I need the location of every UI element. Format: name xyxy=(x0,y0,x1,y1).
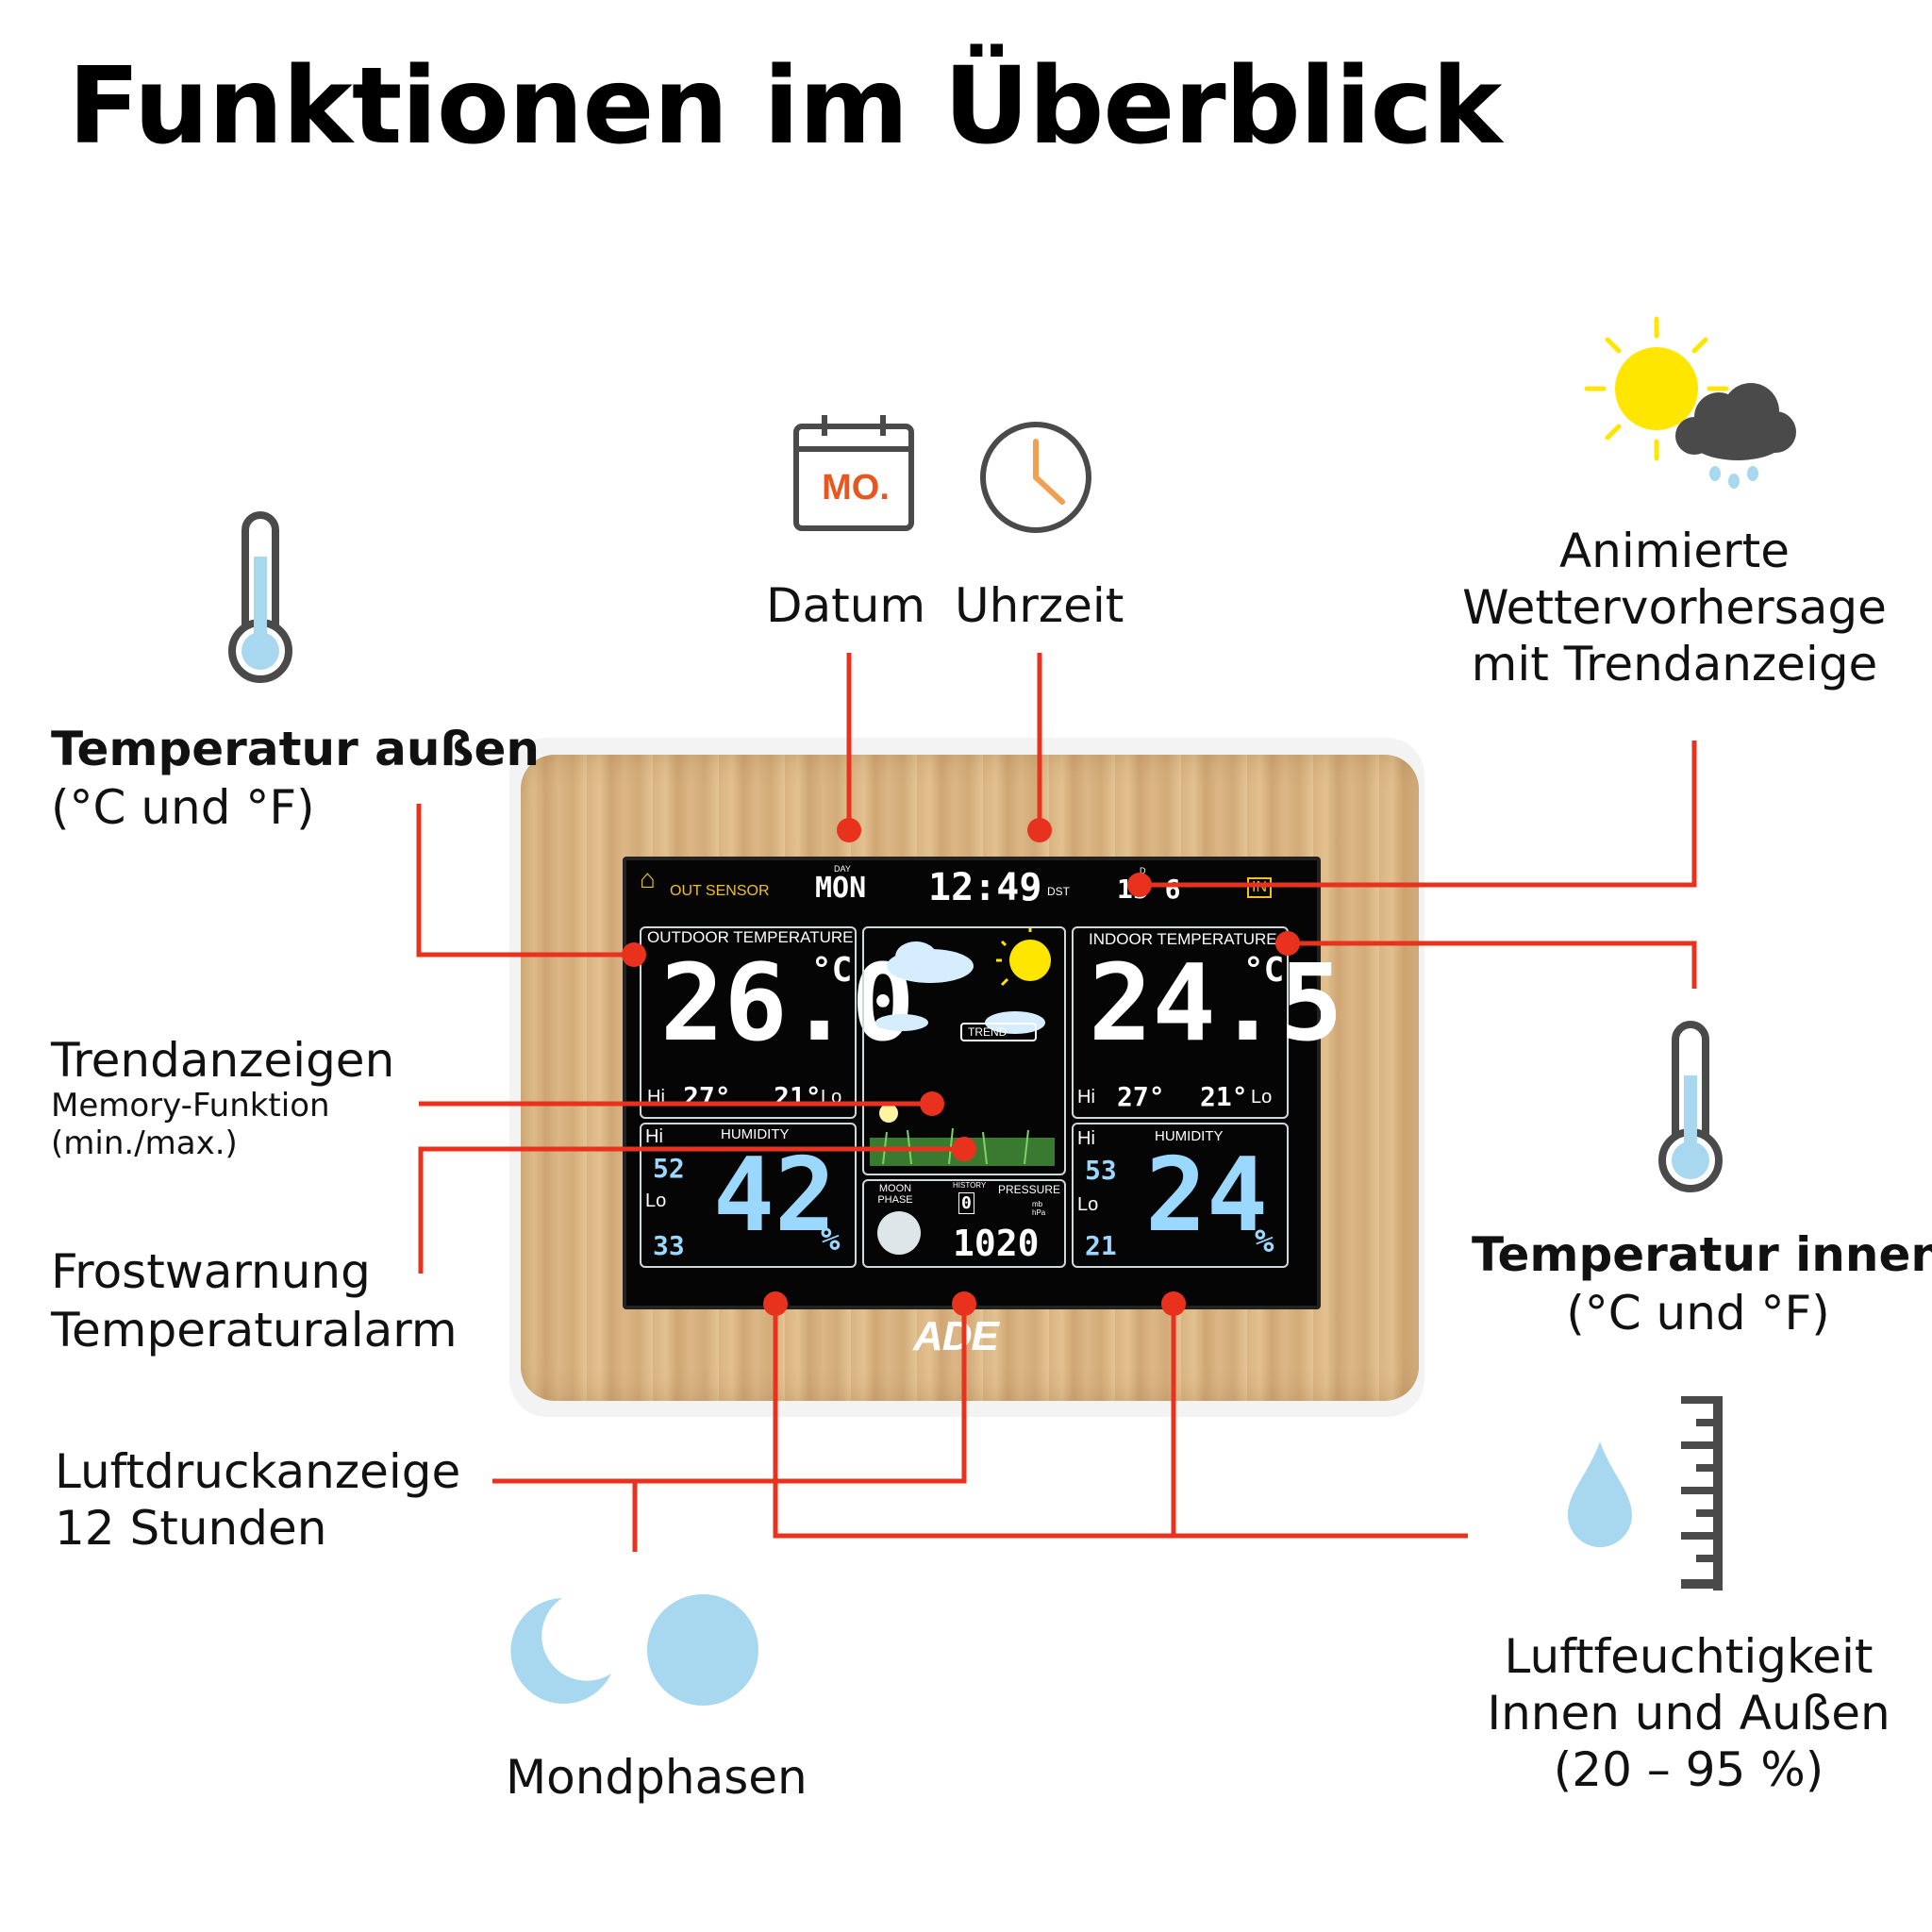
outdoor-hi-value: 27° xyxy=(683,1081,731,1112)
indoor-hum-lo-value: 21 xyxy=(1085,1230,1117,1261)
brand-logo: ADE xyxy=(913,1313,999,1359)
pressure-value: 1020 xyxy=(953,1223,1040,1264)
indoor-temp-value: 24.5 xyxy=(1089,942,1343,1065)
temp-in-title: Temperatur innen xyxy=(1472,1227,1932,1282)
moon-phase-label: MOON PHASE xyxy=(877,1183,913,1206)
indoor-hum-hi-label: Hi xyxy=(1077,1128,1095,1149)
outdoor-temp-panel xyxy=(640,926,857,1119)
outdoor-humidity-percent: % xyxy=(821,1221,841,1258)
pressure-unit: mb hPa xyxy=(1032,1200,1046,1217)
outdoor-hum-lo-label: Lo xyxy=(645,1191,667,1211)
forecast-line3: mit Trendanzeige xyxy=(1471,637,1878,691)
temp-in-marker xyxy=(1275,931,1300,956)
indoor-lo-label: Lo xyxy=(1251,1087,1273,1108)
indoor-hi-label: Hi xyxy=(1077,1087,1095,1108)
frost-line1: Frostwarnung xyxy=(51,1244,371,1299)
thermometer-out-icon xyxy=(228,511,292,683)
outdoor-lo-value: 21° xyxy=(774,1081,822,1112)
moon-pressure-panel xyxy=(862,1179,1066,1268)
page-title: Funktionen im Überblick xyxy=(68,45,1502,168)
datum-label: Datum xyxy=(766,578,926,633)
day-value: MON xyxy=(815,872,867,905)
history-value: 0 xyxy=(958,1192,974,1214)
indoor-hi-value: 27° xyxy=(1117,1081,1165,1112)
humidity-line3: (20 – 95 %) xyxy=(1553,1742,1824,1797)
forecast-panel xyxy=(862,926,1066,1175)
indoor-unit: °C xyxy=(1243,951,1285,990)
temp-out-title: Temperatur außen xyxy=(51,722,540,776)
crescent-moon-icon xyxy=(510,1598,611,1704)
datum-marker xyxy=(837,818,861,842)
calendar-icon xyxy=(793,415,914,531)
humidity-line1: Luftfeuchtigkeit xyxy=(1504,1629,1874,1684)
temp-out-sub: (°C und °F) xyxy=(51,780,315,835)
moon-phase-icon xyxy=(877,1211,921,1255)
day-label: DAY xyxy=(834,864,851,874)
humidity-in-marker xyxy=(1161,1291,1186,1316)
pressure-line1: Luftdruckanzeige xyxy=(55,1444,461,1499)
history-label: HISTORY xyxy=(953,1181,987,1190)
indoor-humidity-panel xyxy=(1072,1123,1289,1268)
indoor-lo-value: 21° xyxy=(1200,1081,1248,1112)
sun-cloud-rain-icon xyxy=(1584,316,1796,489)
trend-sub1: Memory-Funktion xyxy=(51,1087,330,1124)
pressure-line2: 12 Stunden xyxy=(55,1501,327,1556)
calendar-day-text: MO. xyxy=(822,468,890,508)
uhrzeit-marker xyxy=(1027,818,1052,842)
indoor-humidity-label: HUMIDITY xyxy=(1155,1128,1224,1144)
outdoor-humidity-label: HUMIDITY xyxy=(721,1126,790,1142)
humidity-line2: Innen und Außen xyxy=(1487,1686,1890,1740)
forecast-marker xyxy=(1127,873,1152,897)
date-label: D xyxy=(1140,866,1146,875)
outdoor-hum-hi-label: Hi xyxy=(645,1126,663,1147)
full-moon-icon xyxy=(647,1594,758,1706)
outdoor-humidity-panel xyxy=(640,1123,857,1268)
lcd-screen: ⌂ OUT SENSOR DAY MON 12:49 DST D 15 6 IN… xyxy=(623,857,1343,1309)
thermometer-in-icon xyxy=(1658,1021,1723,1192)
pressure-label: PRESSURE xyxy=(998,1183,1061,1196)
moon-label: Mondphasen xyxy=(506,1750,808,1805)
water-drop-icon xyxy=(1568,1441,1632,1547)
outdoor-unit: °C xyxy=(811,951,853,990)
outdoor-temp-value: 26.0 xyxy=(660,942,915,1065)
outdoor-label: OUTDOOR TEMPERATURE xyxy=(647,928,854,946)
forecast-line2: Wettervorhersage xyxy=(1462,580,1887,635)
indoor-temp-panel xyxy=(1072,926,1289,1119)
indoor-hum-lo-label: Lo xyxy=(1077,1194,1099,1215)
trend-marker xyxy=(920,1091,944,1116)
frost-line2: Temperaturalarm xyxy=(51,1303,458,1357)
indoor-humidity-value: 24 xyxy=(1145,1137,1269,1255)
out-sensor-label: OUT SENSOR xyxy=(670,883,770,899)
uhrzeit-label: Uhrzeit xyxy=(955,578,1124,633)
outdoor-hum-hi-value: 52 xyxy=(653,1153,685,1184)
dst-label: DST xyxy=(1047,885,1070,898)
humidity-scale-icon xyxy=(1681,1396,1723,1591)
house-icon: ⌂ xyxy=(640,864,656,893)
pressure-marker xyxy=(952,1291,976,1316)
indoor-humidity-percent: % xyxy=(1255,1223,1274,1260)
temp-in-sub: (°C und °F) xyxy=(1566,1286,1830,1341)
clock-icon xyxy=(980,422,1091,533)
outdoor-hum-lo-value: 33 xyxy=(653,1230,685,1261)
forecast-line1: Animierte xyxy=(1558,524,1790,578)
trend-indicator: TREND xyxy=(960,1023,1038,1041)
outdoor-humidity-value: 42 xyxy=(713,1137,837,1255)
indoor-label: INDOOR TEMPERATURE xyxy=(1089,930,1277,948)
trend-title: Trendanzeigen xyxy=(51,1033,395,1088)
time-value: 12:49 xyxy=(928,866,1042,909)
humidity-out-marker xyxy=(763,1291,788,1316)
temp-out-marker xyxy=(622,942,646,967)
frost-marker xyxy=(952,1137,976,1161)
trend-sub2: (min./max.) xyxy=(51,1124,238,1162)
indoor-hum-hi-value: 53 xyxy=(1085,1155,1117,1186)
